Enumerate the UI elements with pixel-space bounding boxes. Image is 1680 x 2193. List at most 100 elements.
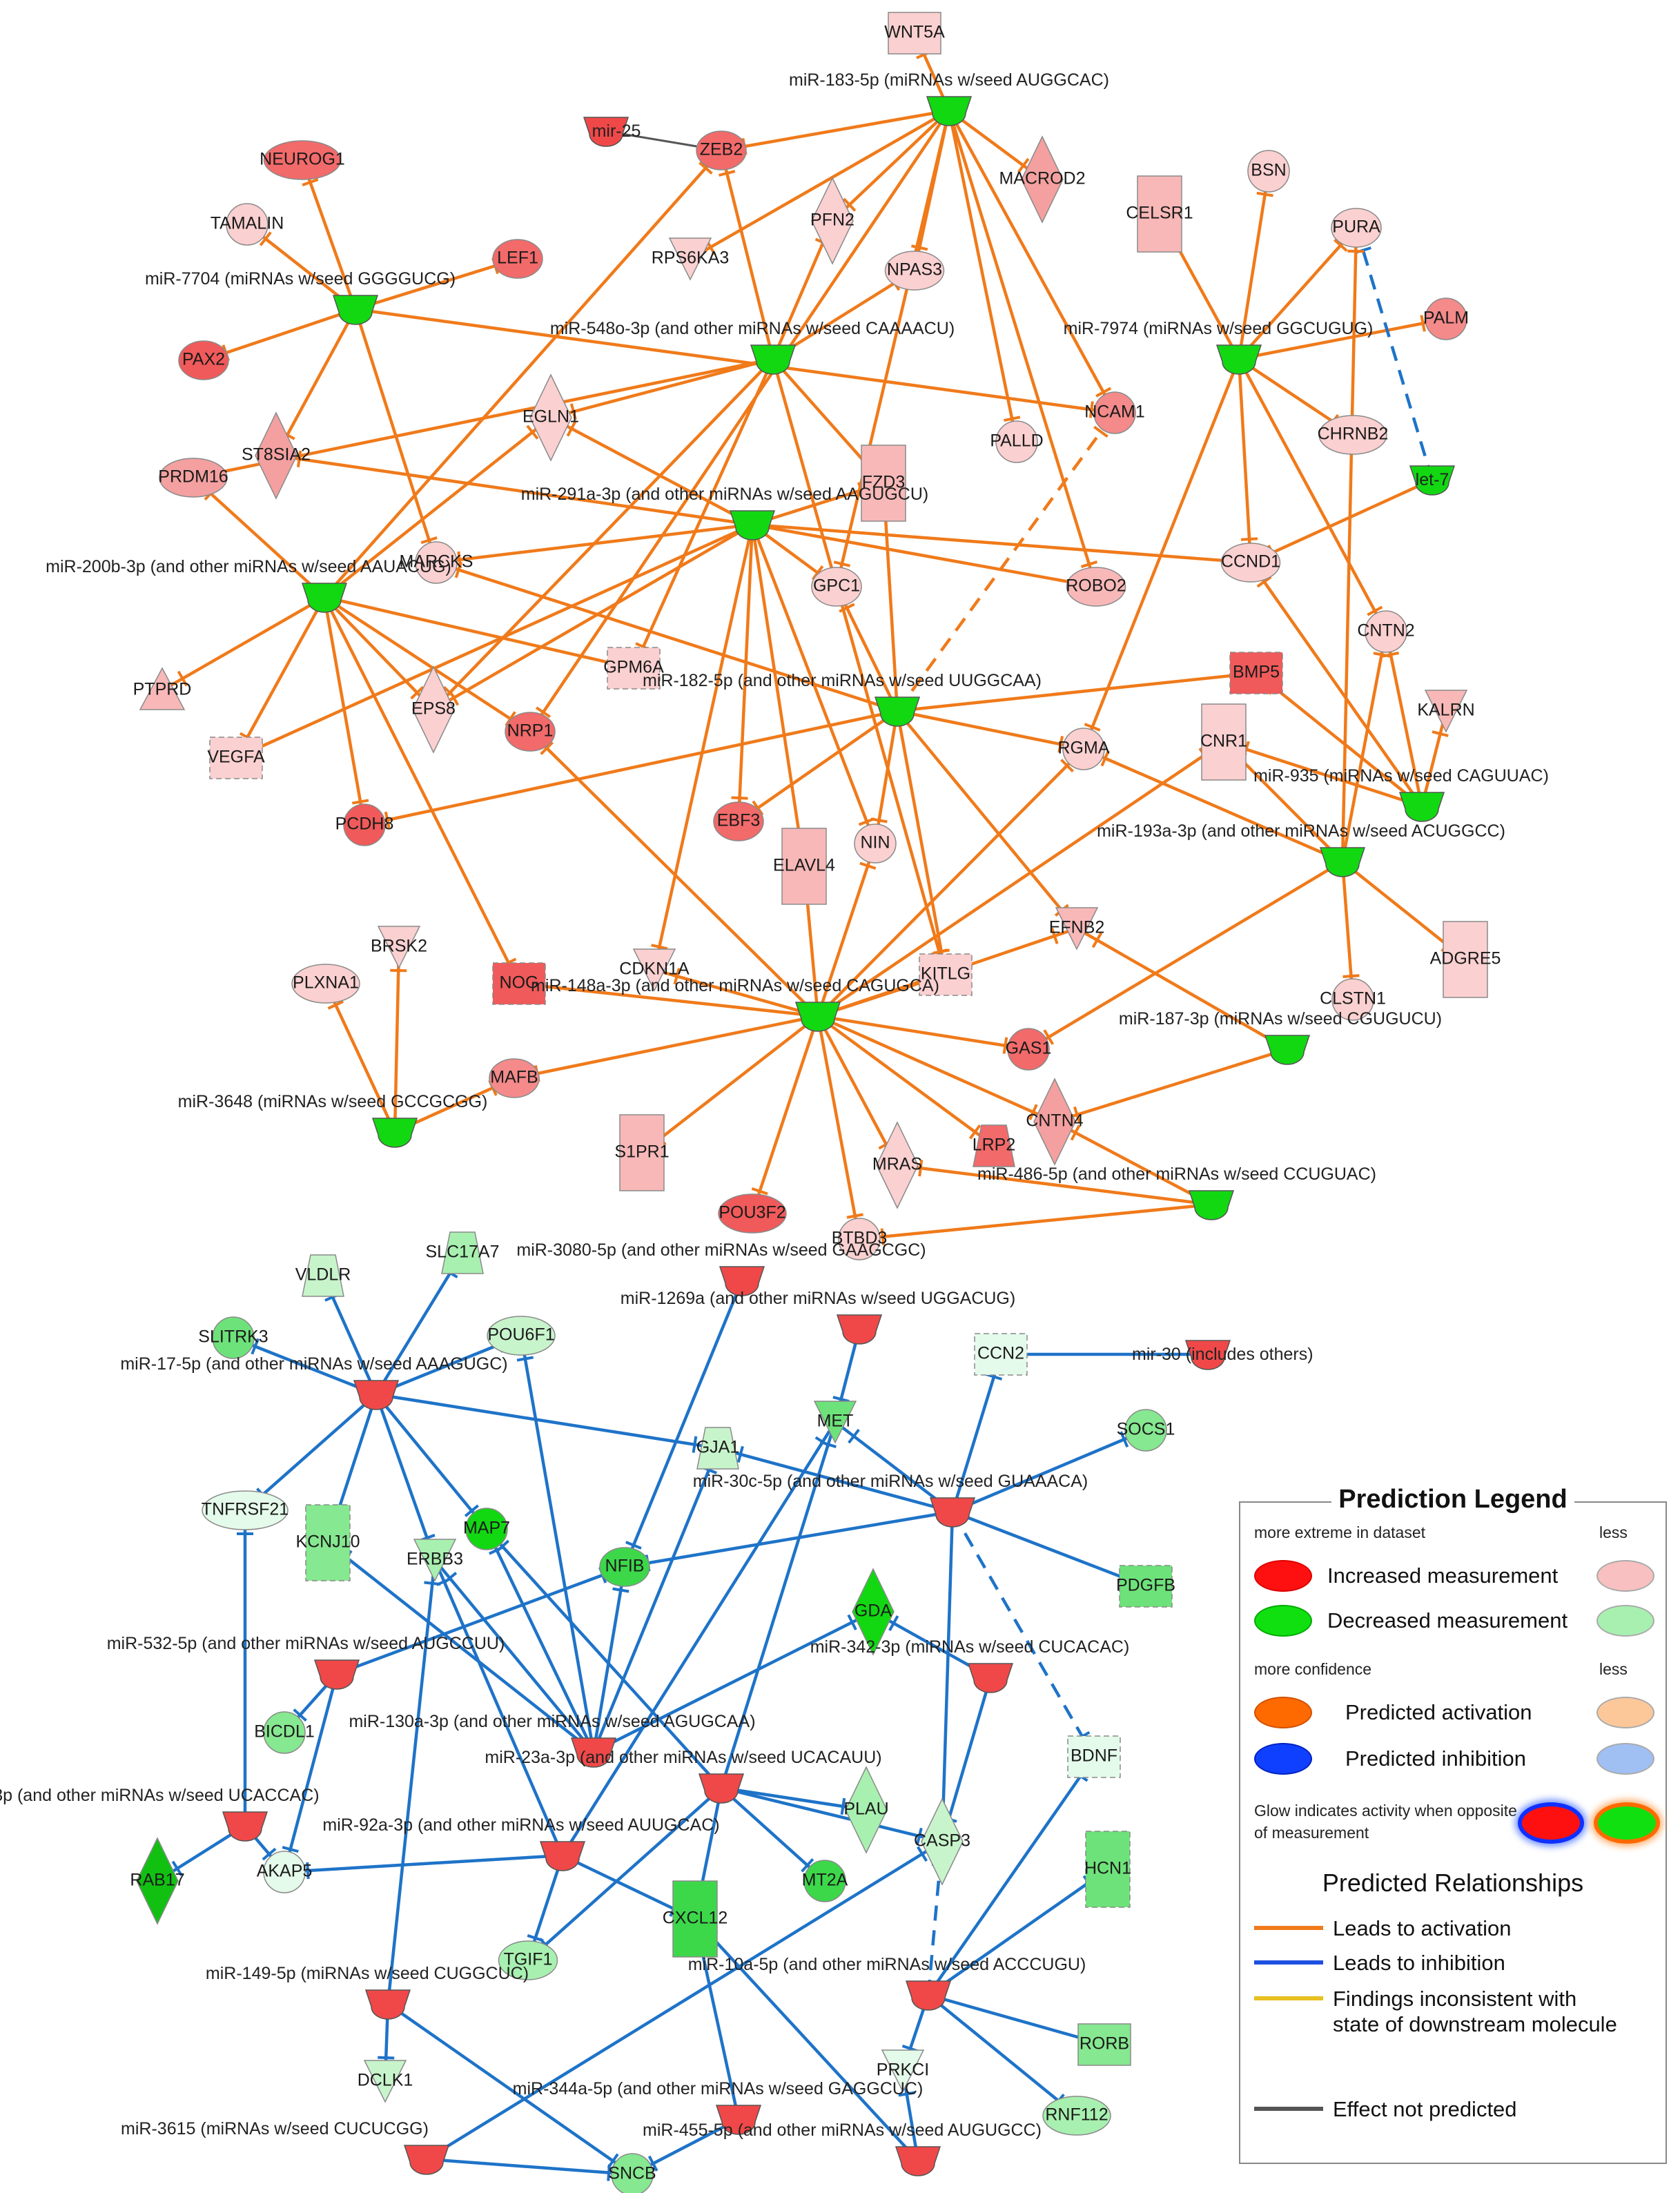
node-slc17a7[interactable]: SLC17A7 (425, 1231, 500, 1274)
node-hcn1[interactable]: HCN1 (1084, 1831, 1131, 1908)
node-gpm6a[interactable]: GPM6A (603, 647, 664, 690)
node-pfn2[interactable]: PFN2 (810, 177, 854, 265)
node-m3080[interactable]: miR-3080-5p (and other miRNAs w/seed GAA… (516, 1240, 926, 1296)
node-m7974[interactable]: miR-7974 (miRNAs w/seed GGCUGUG) (1064, 319, 1374, 375)
node-rorb[interactable]: RORB (1077, 2023, 1131, 2066)
node-nog[interactable]: NOG (492, 962, 546, 1005)
node-lrp2[interactable]: LRP2 (973, 1124, 1016, 1167)
node-ccnd1[interactable]: CCND1 (1220, 543, 1281, 583)
node-fzd3[interactable]: FZD3 (861, 445, 906, 522)
node-robo2[interactable]: ROBO2 (1066, 567, 1126, 607)
node-pcdh8[interactable]: PCDH8 (335, 803, 394, 846)
node-egln1[interactable]: EGLN1 (522, 373, 579, 462)
node-palld[interactable]: PALLD (990, 420, 1044, 463)
node-btbd3[interactable]: BTBD3 (832, 1218, 888, 1260)
node-npas3[interactable]: NPAS3 (884, 251, 945, 291)
node-lef1[interactable]: LEF1 (492, 239, 543, 279)
node-m183[interactable]: miR-183-5p (miRNAs w/seed AUGGCAC) (789, 70, 1109, 126)
node-st8sia2[interactable]: ST8SIA2 (242, 411, 311, 500)
node-cntn4[interactable]: CNTN4 (1026, 1078, 1084, 1166)
node-efnb2[interactable]: EFNB2 (1049, 907, 1105, 951)
node-adgre5[interactable]: ADGRE5 (1430, 921, 1501, 998)
node-vegfa[interactable]: VEGFA (207, 737, 265, 779)
node-plau[interactable]: PLAU (843, 1766, 889, 1854)
node-m548[interactable]: miR-548o-3p (and other miRNAs w/seed CAA… (550, 319, 955, 375)
node-m344[interactable]: miR-344a-5p (and other miRNAs w/seed GAG… (513, 2079, 924, 2135)
node-m193[interactable]: miR-193a-3p (and other miRNAs w/seed ACU… (1097, 821, 1505, 877)
node-nfib[interactable]: NFIB (599, 1547, 650, 1587)
node-nin[interactable]: NIN (854, 823, 897, 864)
node-pou6f1[interactable]: POU6F1 (487, 1316, 556, 1356)
node-wnt5a[interactable]: WNT5A (884, 12, 945, 55)
node-casp3[interactable]: CASP3 (914, 1797, 970, 1886)
node-socs1[interactable]: SOCS1 (1117, 1409, 1175, 1452)
node-tnfrsf21[interactable]: TNFRSF21 (202, 1490, 289, 1530)
node-gas1[interactable]: GAS1 (1006, 1028, 1052, 1071)
node-m30c[interactable]: miR-30c-5p (and other miRNAs w/seed GUAA… (693, 1472, 1088, 1528)
node-vldlr[interactable]: VLDLR (295, 1254, 351, 1297)
node-dclk1[interactable]: DCLK1 (358, 2060, 413, 2103)
node-elavl4[interactable]: ELAVL4 (773, 828, 835, 905)
node-map7[interactable]: MAP7 (463, 1508, 510, 1550)
node-pou3f2[interactable]: POU3F2 (718, 1193, 787, 1234)
node-m130[interactable]: miR-130a-3p (and other miRNAs w/seed AGU… (349, 1712, 756, 1768)
node-rab17[interactable]: RAB17 (130, 1837, 185, 1925)
node-m148[interactable]: miR-148a-3p (and other miRNAs w/seed CAG… (531, 976, 939, 1032)
node-rnf112[interactable]: RNF112 (1042, 2096, 1111, 2136)
node-let7[interactable]: let-7 (1409, 465, 1456, 496)
node-kcnj10[interactable]: KCNJ10 (295, 1504, 360, 1581)
node-cnr1[interactable]: CNR1 (1200, 703, 1247, 781)
node-ptprd[interactable]: PTPRD (133, 667, 192, 710)
node-cdkn1a[interactable]: CDKN1A (619, 948, 690, 992)
node-brsk2[interactable]: BRSK2 (371, 926, 427, 969)
node-ccn2[interactable]: CCN2 (974, 1333, 1028, 1376)
node-bsn[interactable]: BSN (1247, 150, 1290, 193)
node-zeb2[interactable]: ZEB2 (696, 130, 747, 170)
node-s1pr1[interactable]: S1PR1 (614, 1114, 670, 1191)
node-mir30[interactable]: mir-30 (includes others) (1132, 1340, 1313, 1370)
node-m10[interactable]: miR-10a-5p (and other miRNAs w/seed ACCC… (688, 1955, 1086, 2011)
node-marcks[interactable]: MARCKS (400, 541, 473, 584)
node-bicdl1[interactable]: BICDL1 (254, 1711, 315, 1754)
node-m455[interactable]: miR-455-5p (and other miRNAs w/seed AUGU… (643, 2121, 1042, 2176)
node-celsr1[interactable]: CELSR1 (1126, 175, 1193, 253)
node-m149[interactable]: miR-149-5p (miRNAs w/seed CUGGCUC) (206, 1964, 529, 2020)
node-m935[interactable]: miR-935 (miRNAs w/seed CAGUUAC) (1253, 766, 1549, 822)
node-tgif1[interactable]: TGIF1 (498, 1940, 558, 1980)
node-m3648[interactable]: miR-3648 (miRNAs w/seed GCCGCGG) (178, 1092, 488, 1148)
node-kalrn[interactable]: KALRN (1417, 690, 1475, 733)
node-mras[interactable]: MRAS (872, 1121, 922, 1209)
node-clstn1[interactable]: CLSTN1 (1320, 978, 1386, 1021)
node-mt2a[interactable]: MT2A (802, 1860, 848, 1902)
node-neurog1[interactable]: NEUROG1 (260, 140, 345, 180)
node-m182[interactable]: miR-182-5p (and other miRNAs w/seed UUGG… (643, 671, 1042, 727)
node-nrp1[interactable]: NRP1 (505, 712, 556, 752)
node-rgma[interactable]: RGMA (1058, 728, 1110, 770)
node-m342[interactable]: miR-342-3p (miRNAs w/seed CUCACAC) (810, 1637, 1130, 1693)
node-met[interactable]: MET (813, 1401, 857, 1444)
node-tamalin[interactable]: TAMALIN (211, 203, 284, 246)
node-m17[interactable]: miR-17-5p (and other miRNAs w/seed AAAGU… (120, 1354, 508, 1410)
node-m200[interactable]: miR-200b-3p (and other miRNAs w/seed AAU… (46, 557, 451, 613)
node-m92[interactable]: miR-92a-3p (and other miRNAs w/seed AUUG… (322, 1815, 720, 1871)
node-m3615[interactable]: miR-3615 (miRNAs w/seed CUCUCGG) (121, 2119, 450, 2175)
node-pax2[interactable]: PAX2 (178, 340, 229, 380)
node-m7704[interactable]: miR-7704 (miRNAs w/seed GGGGUCG) (145, 269, 456, 325)
node-cntn2[interactable]: CNTN2 (1357, 610, 1415, 653)
node-sncb[interactable]: SNCB (608, 2153, 656, 2193)
node-ebf3[interactable]: EBF3 (713, 801, 764, 841)
node-m197[interactable]: miR-197-3p (and other miRNAs w/seed UCAC… (0, 1786, 320, 1842)
node-gja1[interactable]: GJA1 (696, 1427, 740, 1470)
node-palm[interactable]: PALM (1423, 298, 1469, 340)
node-m23[interactable]: miR-23a-3p (and other miRNAs w/seed UCAC… (485, 1748, 882, 1804)
node-cxcl12[interactable]: CXCL12 (663, 1880, 728, 1958)
node-akap5[interactable]: AKAP5 (257, 1851, 313, 1893)
node-chrnb2[interactable]: CHRNB2 (1318, 415, 1389, 455)
node-gda[interactable]: GDA (852, 1568, 895, 1656)
node-pdgfb[interactable]: PDGFB (1116, 1565, 1175, 1608)
node-slitrk3[interactable]: SLITRK3 (198, 1316, 268, 1359)
node-prkci[interactable]: PRKCI (877, 2049, 929, 2093)
node-bmp5[interactable]: BMP5 (1229, 652, 1283, 694)
node-m532[interactable]: miR-532-5p (and other miRNAs w/seed AUGC… (107, 1634, 505, 1690)
node-rps6ka3[interactable]: RPS6KA3 (652, 237, 730, 281)
